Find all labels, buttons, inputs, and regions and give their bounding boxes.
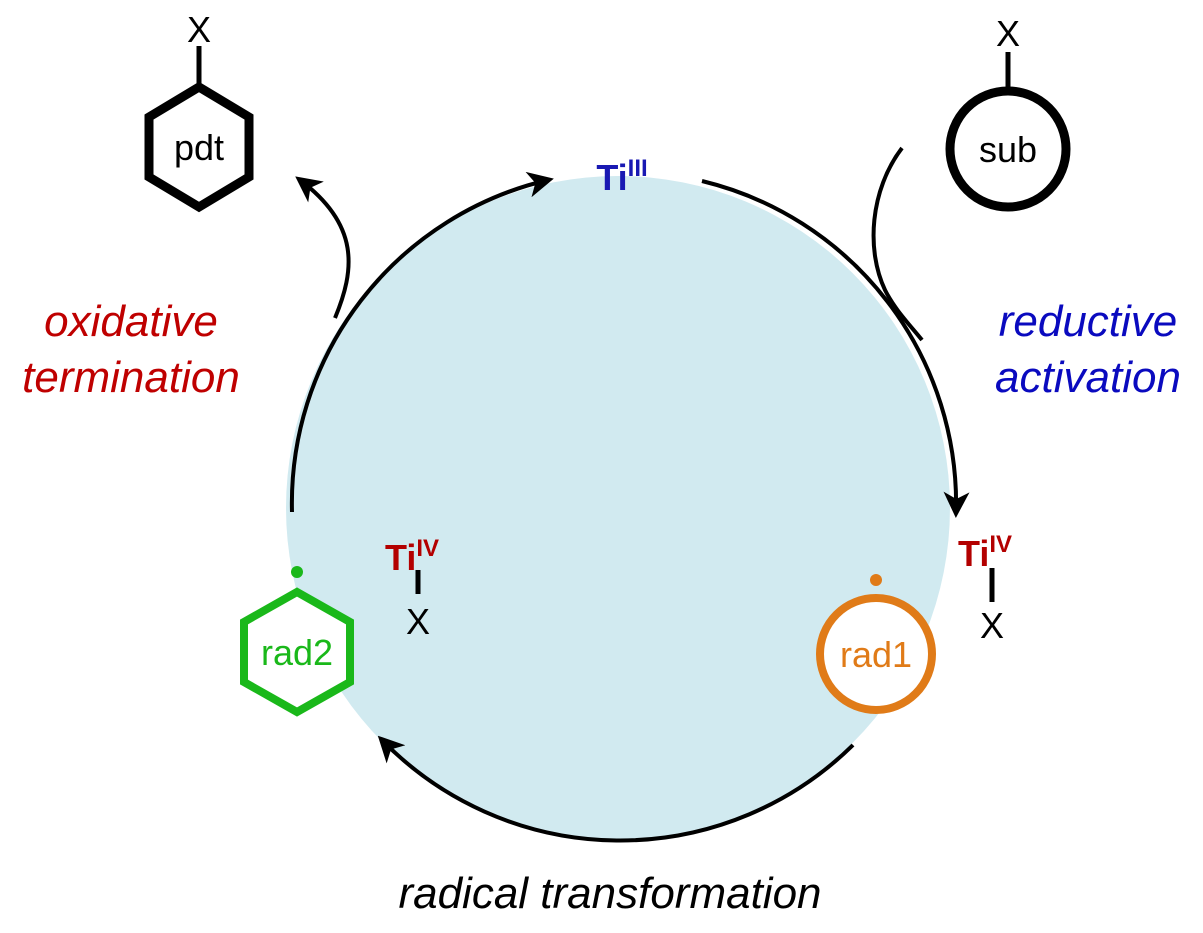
radical1-label: rad1: [840, 634, 912, 675]
radical2-dot: [291, 566, 303, 578]
reductive-step-line2: activation: [995, 353, 1181, 402]
ti-iv-left-label: TiIV: [385, 535, 439, 578]
product-group-label: X: [187, 9, 211, 50]
arc-bottom-arrow: [377, 735, 855, 843]
ti-iv-left-ligand: X: [406, 601, 430, 642]
product-molecule: X pdt: [144, 9, 254, 213]
arc-top-arrow: [289, 171, 554, 513]
ti-iv-left-complex: TiIV X: [385, 535, 439, 642]
oxidative-step-line1: oxidative: [44, 297, 218, 346]
substrate-group-label: X: [996, 13, 1020, 54]
radical2-species: rad2: [240, 566, 354, 717]
radical1-dot: [870, 574, 882, 586]
product-exit-arrow: [295, 176, 351, 319]
radical2-label: rad2: [261, 632, 333, 673]
ti-iv-right-ligand: X: [980, 605, 1004, 646]
radical1-species: rad1: [816, 574, 936, 714]
ti-iv-right-complex: TiIV X: [958, 531, 1012, 646]
product-label: pdt: [174, 127, 224, 168]
ti-iii-label: TiIII: [596, 155, 647, 198]
arc-right-arrow: [701, 179, 970, 518]
cycle-background: [286, 176, 950, 840]
ti-iv-right-label: TiIV: [958, 531, 1012, 574]
substrate-entry-curve: [871, 146, 924, 342]
oxidative-step-line2: termination: [22, 353, 240, 402]
substrate-label: sub: [979, 129, 1037, 170]
radical-transformation-label: radical transformation: [398, 869, 821, 918]
substrate-molecule: X sub: [945, 13, 1071, 212]
reductive-step-line1: reductive: [999, 297, 1178, 346]
